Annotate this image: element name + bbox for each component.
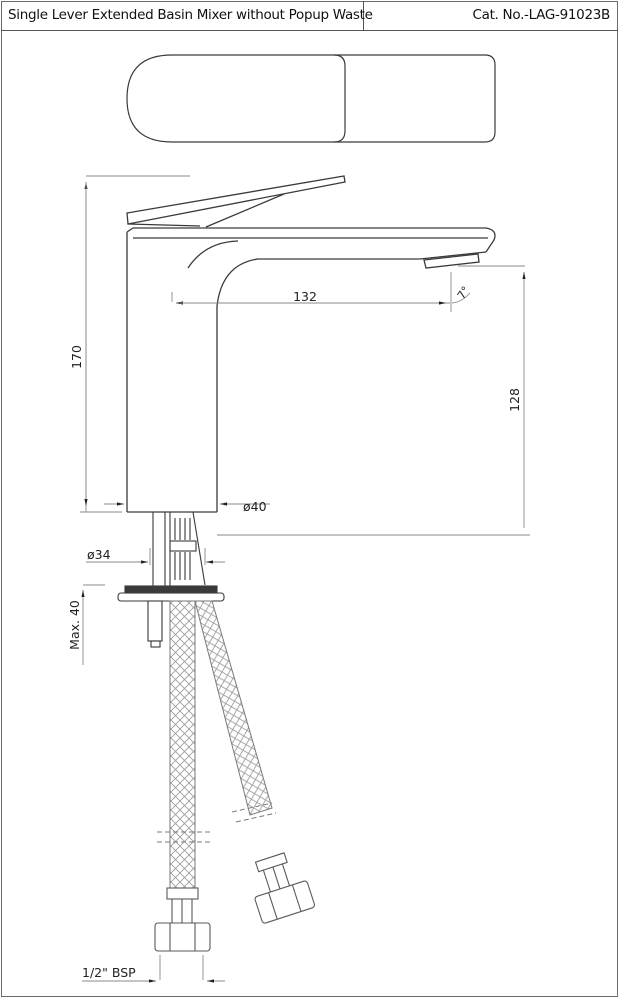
top-view-lever <box>126 54 496 143</box>
lever-handle <box>126 175 346 228</box>
dim-spout-angle: 7° <box>455 284 473 302</box>
flexible-hoses <box>157 600 277 889</box>
dimension-lines <box>80 175 530 983</box>
dim-spout-reach: 132 <box>293 289 317 304</box>
mixer-body <box>126 227 496 513</box>
dim-overall-height: 170 <box>69 345 84 369</box>
mounting-shank <box>117 511 225 648</box>
dim-inlet-thread: 1/2" BSP <box>82 965 136 980</box>
catalog-number: Cat. No.-LAG-91023B <box>472 7 610 23</box>
dim-max-counter-thickness: Max. 40 <box>67 600 82 650</box>
dim-shank-diameter: ø34 <box>87 547 111 562</box>
title-block: Single Lever Extended Basin Mixer withou… <box>1 1 618 31</box>
product-title: Single Lever Extended Basin Mixer withou… <box>1 1 373 30</box>
hose-end-fittings <box>154 852 316 952</box>
rubber-washer <box>124 585 218 594</box>
dim-body-diameter: ø40 <box>243 499 267 514</box>
dim-spout-height: 128 <box>507 388 522 412</box>
